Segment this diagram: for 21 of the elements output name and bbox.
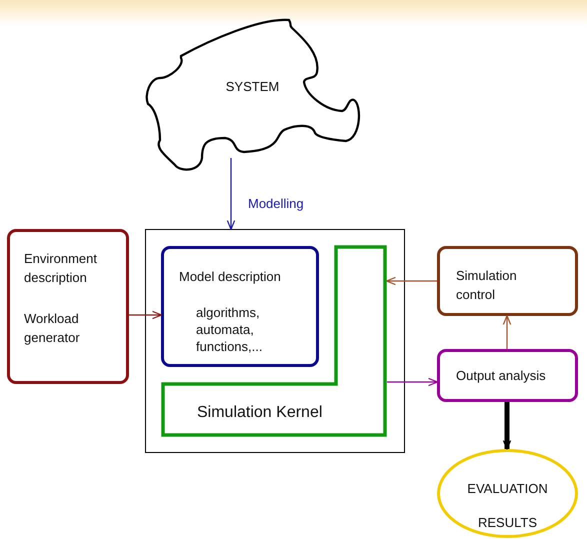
- arrow: [502, 402, 512, 450]
- kernel-label: Simulation Kernel: [197, 403, 324, 423]
- arrow: [387, 378, 438, 386]
- rounded-box: [161, 246, 319, 367]
- edge-label: Modelling: [248, 196, 304, 210]
- arrow: [386, 276, 437, 286]
- box-title: Model description: [179, 268, 282, 286]
- description-text: Environment description: [24, 250, 98, 287]
- arrow: [226, 158, 236, 230]
- ellipse-label: EVALUATION RESULTS: [466, 480, 549, 532]
- box-label: Output analysis: [456, 367, 547, 385]
- rounded-box: [7, 229, 129, 384]
- rounded-box: [437, 246, 578, 316]
- arrow: [502, 314, 512, 349]
- box-body: algorithms, automata, functions,...: [196, 305, 264, 356]
- arrow: [129, 310, 162, 320]
- rounded-box: [437, 349, 578, 402]
- box-label: Simulation control: [456, 267, 518, 304]
- description-text: Workload generator: [24, 310, 81, 347]
- system-label: SYSTEM: [224, 78, 280, 96]
- container-box: [145, 229, 405, 453]
